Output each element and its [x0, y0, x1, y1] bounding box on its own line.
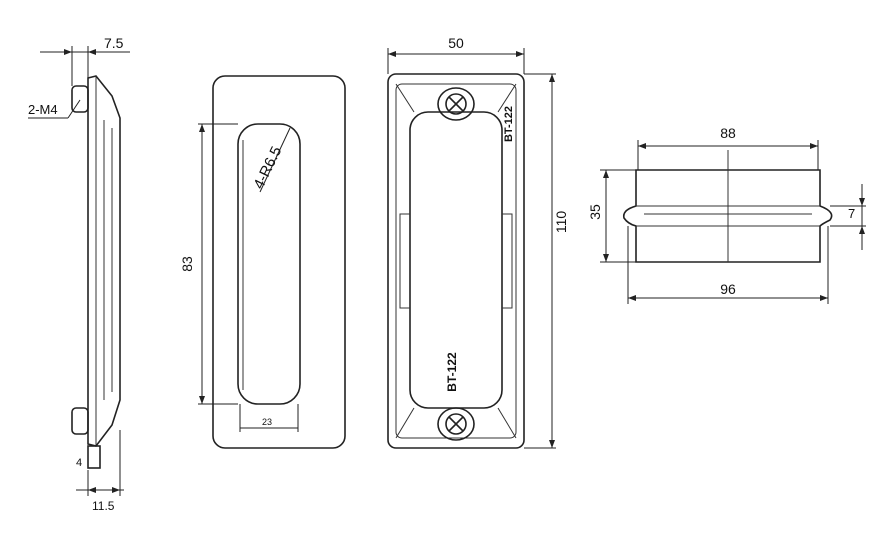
front-plate [212, 75, 346, 449]
dim-96-label: 96 [720, 281, 736, 297]
radius-label: 4-R6.5 [250, 144, 285, 192]
front-view: 83 23 4-R6.5 [179, 75, 346, 449]
dim-7-5-label: 7.5 [104, 35, 124, 51]
dim-35-label: 35 [587, 204, 603, 220]
top-stud [71, 85, 89, 113]
arrowheads [64, 49, 96, 55]
dim-11-5-label: 11.5 [92, 499, 115, 513]
leader-line [259, 127, 291, 193]
dim-7-label: 7 [848, 206, 855, 221]
arrowheads [859, 198, 865, 234]
dim-50-label: 50 [448, 35, 464, 51]
bevel-line [395, 83, 415, 113]
right-bump [502, 213, 513, 309]
back-outer-inner [395, 83, 517, 439]
leader-line [67, 99, 81, 119]
left-bump [399, 213, 410, 309]
front-recess [237, 123, 301, 405]
thread-label: 2-M4 [28, 102, 58, 117]
end-body [622, 169, 833, 263]
side-bottom-block [87, 445, 101, 469]
dim-4-label: 4 [76, 457, 82, 469]
top-screw [437, 87, 475, 121]
bevel-line [497, 407, 517, 439]
stamp-top: BT-122 [503, 106, 515, 142]
back-view: BT-122 BT-122 50 110 [387, 35, 569, 449]
bevel-line [395, 407, 415, 439]
side-body [87, 75, 121, 447]
stamp-bottom: BT-122 [445, 352, 459, 392]
dim-88-label: 88 [720, 125, 736, 141]
dim-110-label: 110 [553, 211, 569, 234]
dim-23-label: 23 [262, 417, 272, 427]
end-view: 88 96 35 7 [587, 125, 866, 304]
bottom-screw [437, 407, 475, 441]
dim-83-label: 83 [179, 256, 195, 272]
bevel-line [497, 83, 517, 113]
back-outer [387, 73, 525, 449]
arrowheads [88, 487, 120, 493]
bottom-stud [71, 407, 89, 435]
side-view: 7.5 2-M4 11.5 4 [28, 35, 130, 513]
